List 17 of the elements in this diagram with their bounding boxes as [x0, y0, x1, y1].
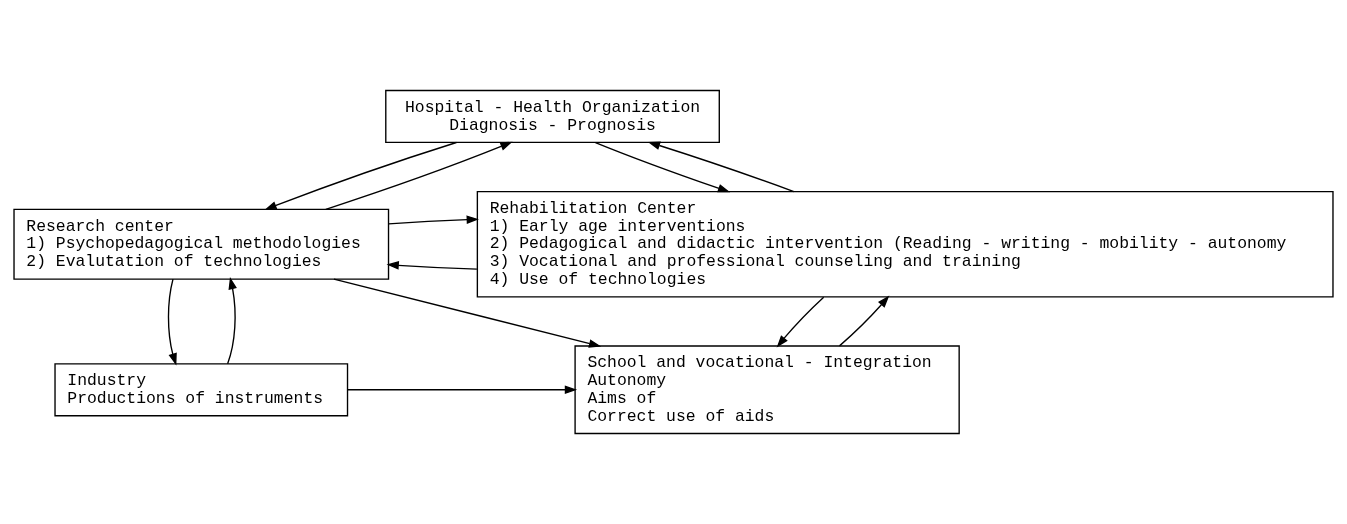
arrow [167, 278, 177, 366]
node-box: Rehabilitation Center 1) Early age interventions 2) Pedagogical and didactic intervention (Reading - writing - mobility - autonomy 3) Vocational and professional counseling and training 4) Use of technologies [476, 190, 1334, 298]
arrow [386, 261, 478, 270]
arrow [776, 296, 825, 348]
arrow [226, 277, 237, 365]
arrow [325, 141, 513, 210]
arrow [333, 278, 602, 348]
arrow [347, 385, 578, 395]
arrow [387, 215, 479, 225]
arrow [264, 141, 458, 210]
node-box: Industry Productions of instruments [54, 363, 349, 417]
arrow [594, 141, 731, 193]
node-box: Research center 1) Psychopedagogical methodologies 2) Evalutation of technologies [13, 208, 390, 280]
arrow [838, 295, 890, 347]
node-box: Hospital - Health Organization Diagnosis - Prognosis [385, 89, 720, 144]
arrow [647, 141, 795, 193]
node-box: School and vocational - Integration Autonomy Aims of Correct use of aids [574, 345, 960, 435]
